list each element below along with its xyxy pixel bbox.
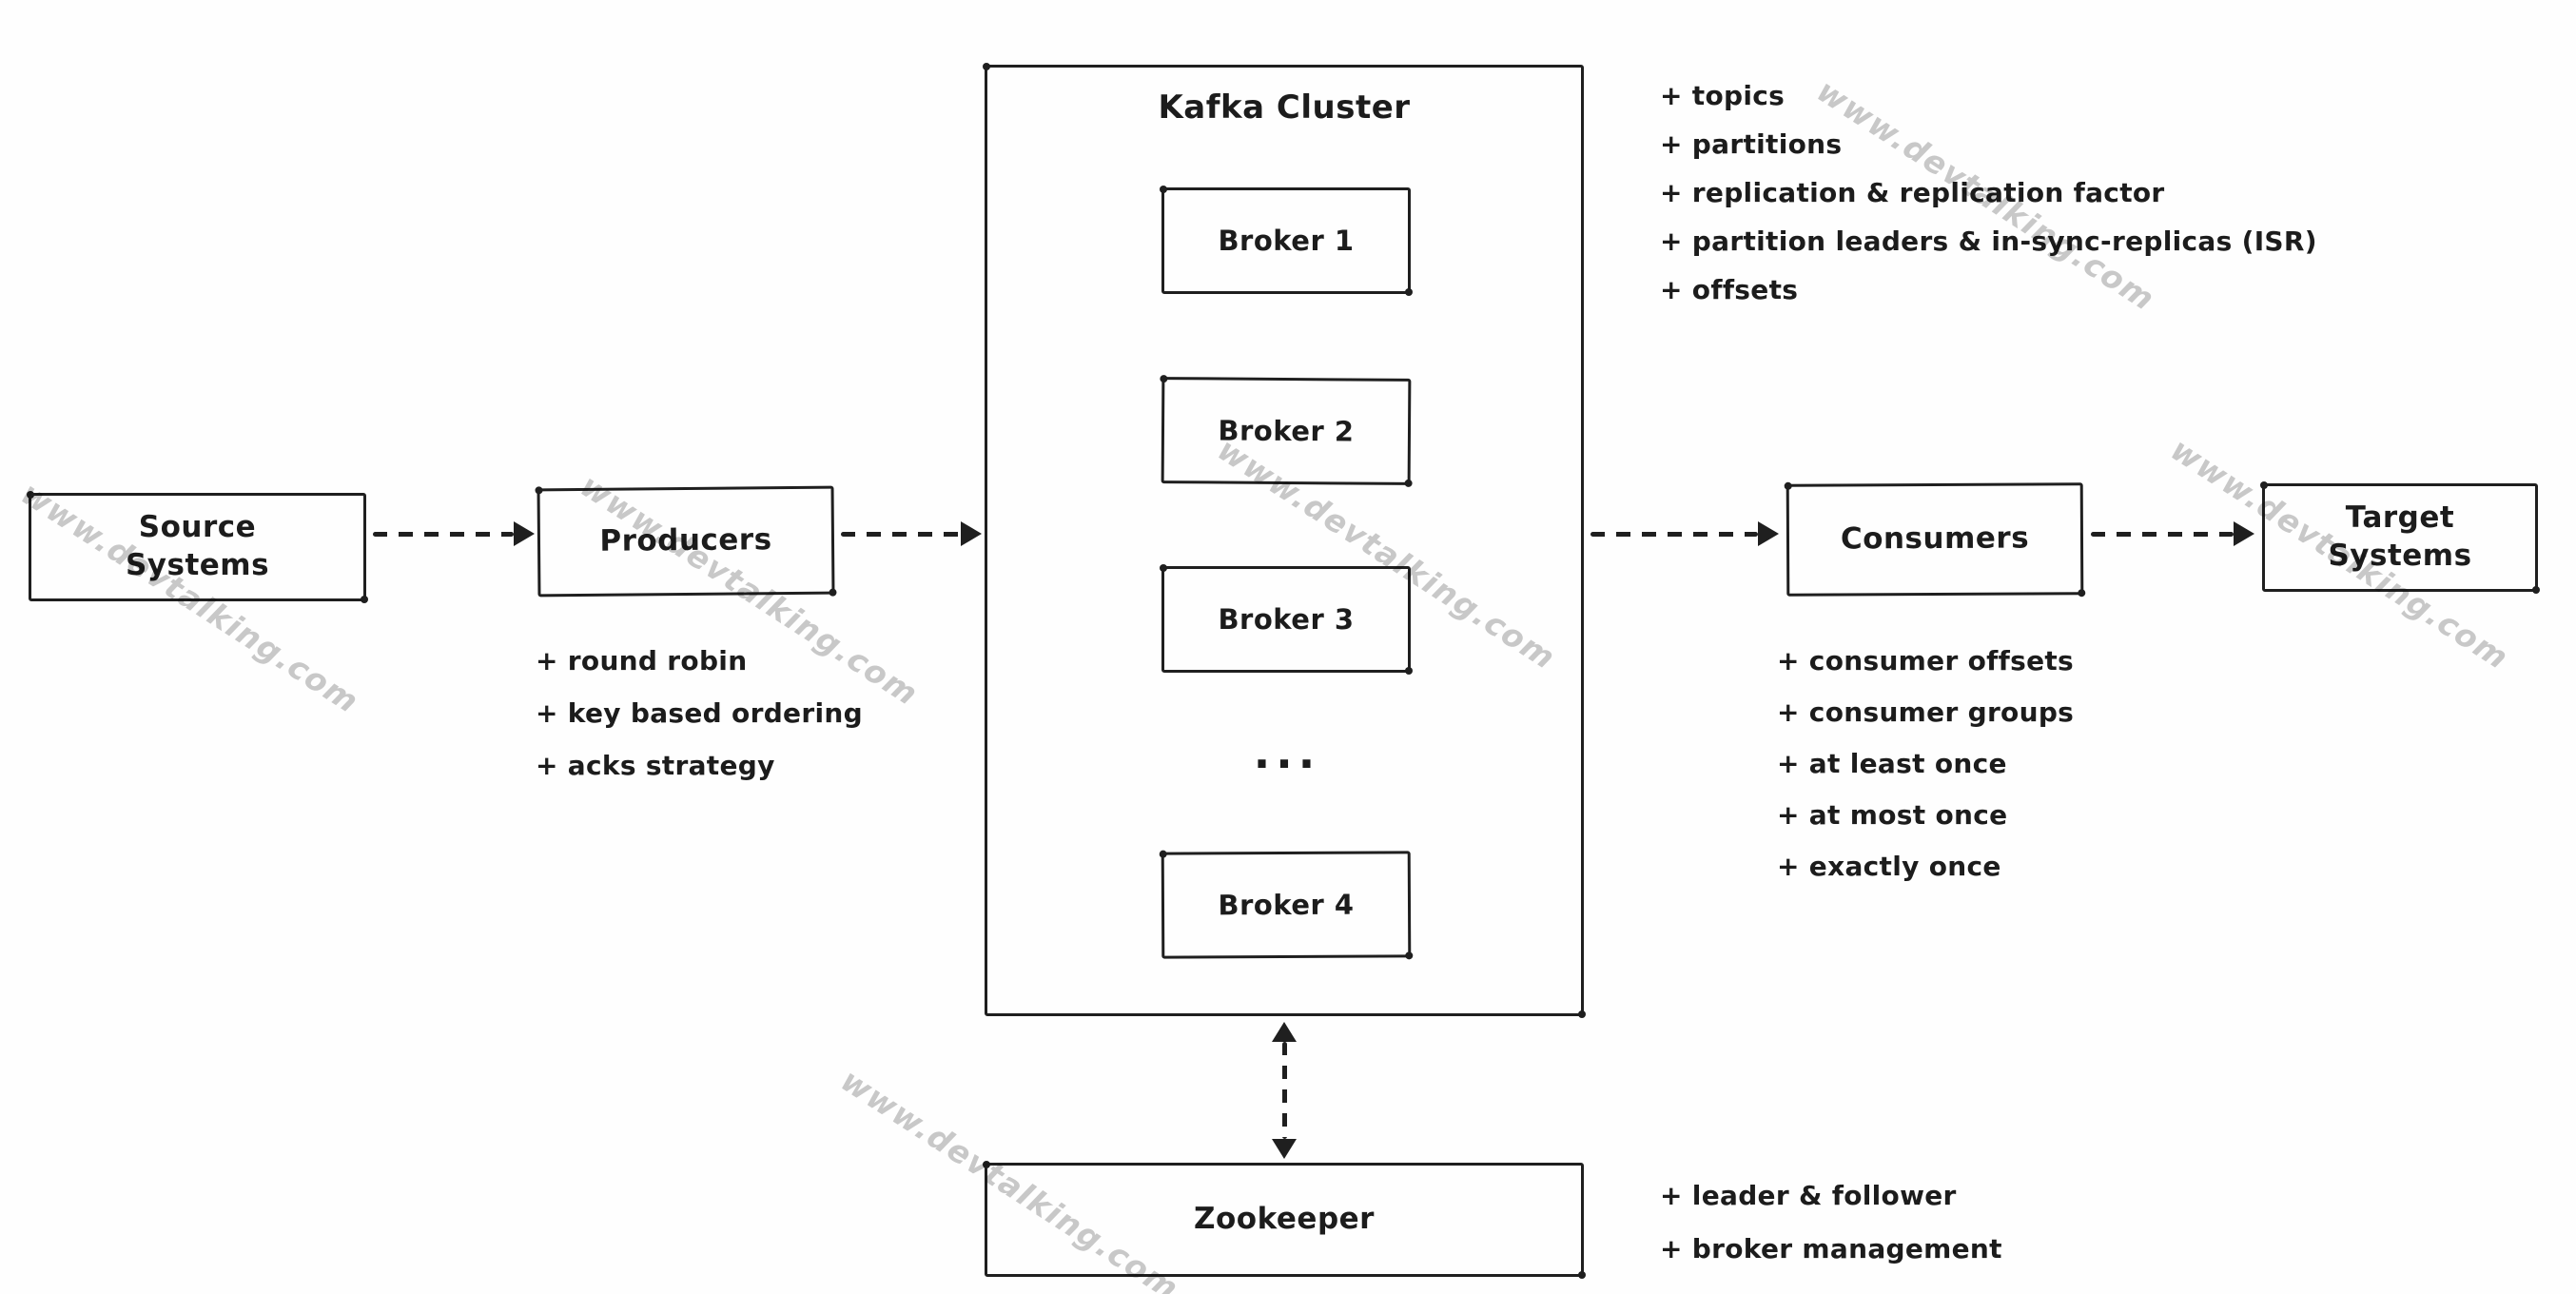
dashed-line (1590, 531, 1758, 537)
broker-node: Broker 2 (1161, 377, 1412, 485)
broker-label: Broker 2 (1218, 414, 1355, 448)
note-item: + round robin (536, 645, 748, 676)
arrow-producers-to-kafka (841, 520, 982, 548)
arrowhead-down-icon (1272, 1139, 1297, 1159)
dashed-line (2091, 531, 2234, 537)
note-item: + topics (1660, 80, 1786, 111)
note-item: + consumer groups (1777, 696, 2075, 728)
broker-node: Broker 3 (1160, 564, 1413, 675)
broker-label: Broker 4 (1218, 888, 1355, 922)
target-systems-node: Target Systems (2260, 481, 2540, 594)
note-item: + partitions (1660, 128, 1843, 160)
note-item: + at least once (1777, 748, 2007, 779)
arrow-kafka-zookeeper (1270, 1022, 1298, 1159)
producers-notes-list: + round robin + key based ordering + ack… (536, 645, 863, 781)
more-brokers-ellipsis: ... (1253, 727, 1321, 778)
kafka-cluster-container: Kafka Cluster Broker 1 Broker 2 Broker 3… (983, 63, 1586, 1018)
note-item: + consumer offsets (1777, 645, 2075, 676)
source-systems-node: Source Systems (27, 491, 368, 603)
note-item: + acks strategy (536, 750, 775, 781)
note-item: + key based ordering (536, 697, 863, 729)
dashed-line (373, 531, 514, 537)
arrowhead-right-icon (961, 521, 982, 546)
source-systems-label-line1: Source (138, 510, 257, 545)
zookeeper-node: Zookeeper (983, 1161, 1586, 1279)
arrowhead-right-icon (514, 521, 535, 546)
note-item: + exactly once (1777, 851, 2001, 882)
dashed-line (841, 531, 961, 537)
source-systems-label-line2: Systems (125, 548, 270, 582)
broker-label: Broker 3 (1218, 603, 1355, 636)
note-item: + replication & replication factor (1660, 177, 2165, 208)
arrowhead-right-icon (2234, 521, 2254, 546)
arrow-consumers-to-target (2091, 520, 2254, 548)
arrow-kafka-to-consumers (1590, 520, 1779, 548)
consumers-label: Consumers (1840, 520, 2030, 557)
consumers-notes-list: + consumer offsets + consumer groups + a… (1777, 645, 2074, 882)
zookeeper-notes-list: + leader & follower + broker management (1660, 1180, 2002, 1265)
producers-label: Producers (599, 522, 772, 559)
consumers-node: Consumers (1786, 482, 2084, 597)
kafka-cluster-title: Kafka Cluster (1158, 88, 1411, 127)
arrowhead-up-icon (1272, 1022, 1297, 1042)
dashed-line (1281, 1042, 1287, 1139)
broker-node: Broker 4 (1161, 851, 1412, 959)
note-item: + at most once (1777, 799, 2008, 831)
producers-node: Producers (537, 485, 835, 598)
broker-node: Broker 1 (1160, 186, 1413, 296)
target-systems-label-line1: Target (2345, 500, 2455, 536)
broker-label: Broker 1 (1218, 225, 1355, 257)
arrowhead-right-icon (1758, 521, 1779, 546)
note-item: + partition leaders & in-sync-replicas (… (1660, 225, 2317, 257)
arrow-source-to-producers (373, 520, 535, 548)
kafka-notes-list: + topics + partitions + replication & re… (1660, 80, 2317, 305)
note-item: + leader & follower (1660, 1180, 1957, 1211)
note-item: + offsets (1660, 274, 1799, 305)
zookeeper-label: Zookeeper (1194, 1202, 1375, 1237)
target-systems-label-line2: Systems (2328, 539, 2472, 573)
note-item: + broker management (1660, 1233, 2002, 1265)
